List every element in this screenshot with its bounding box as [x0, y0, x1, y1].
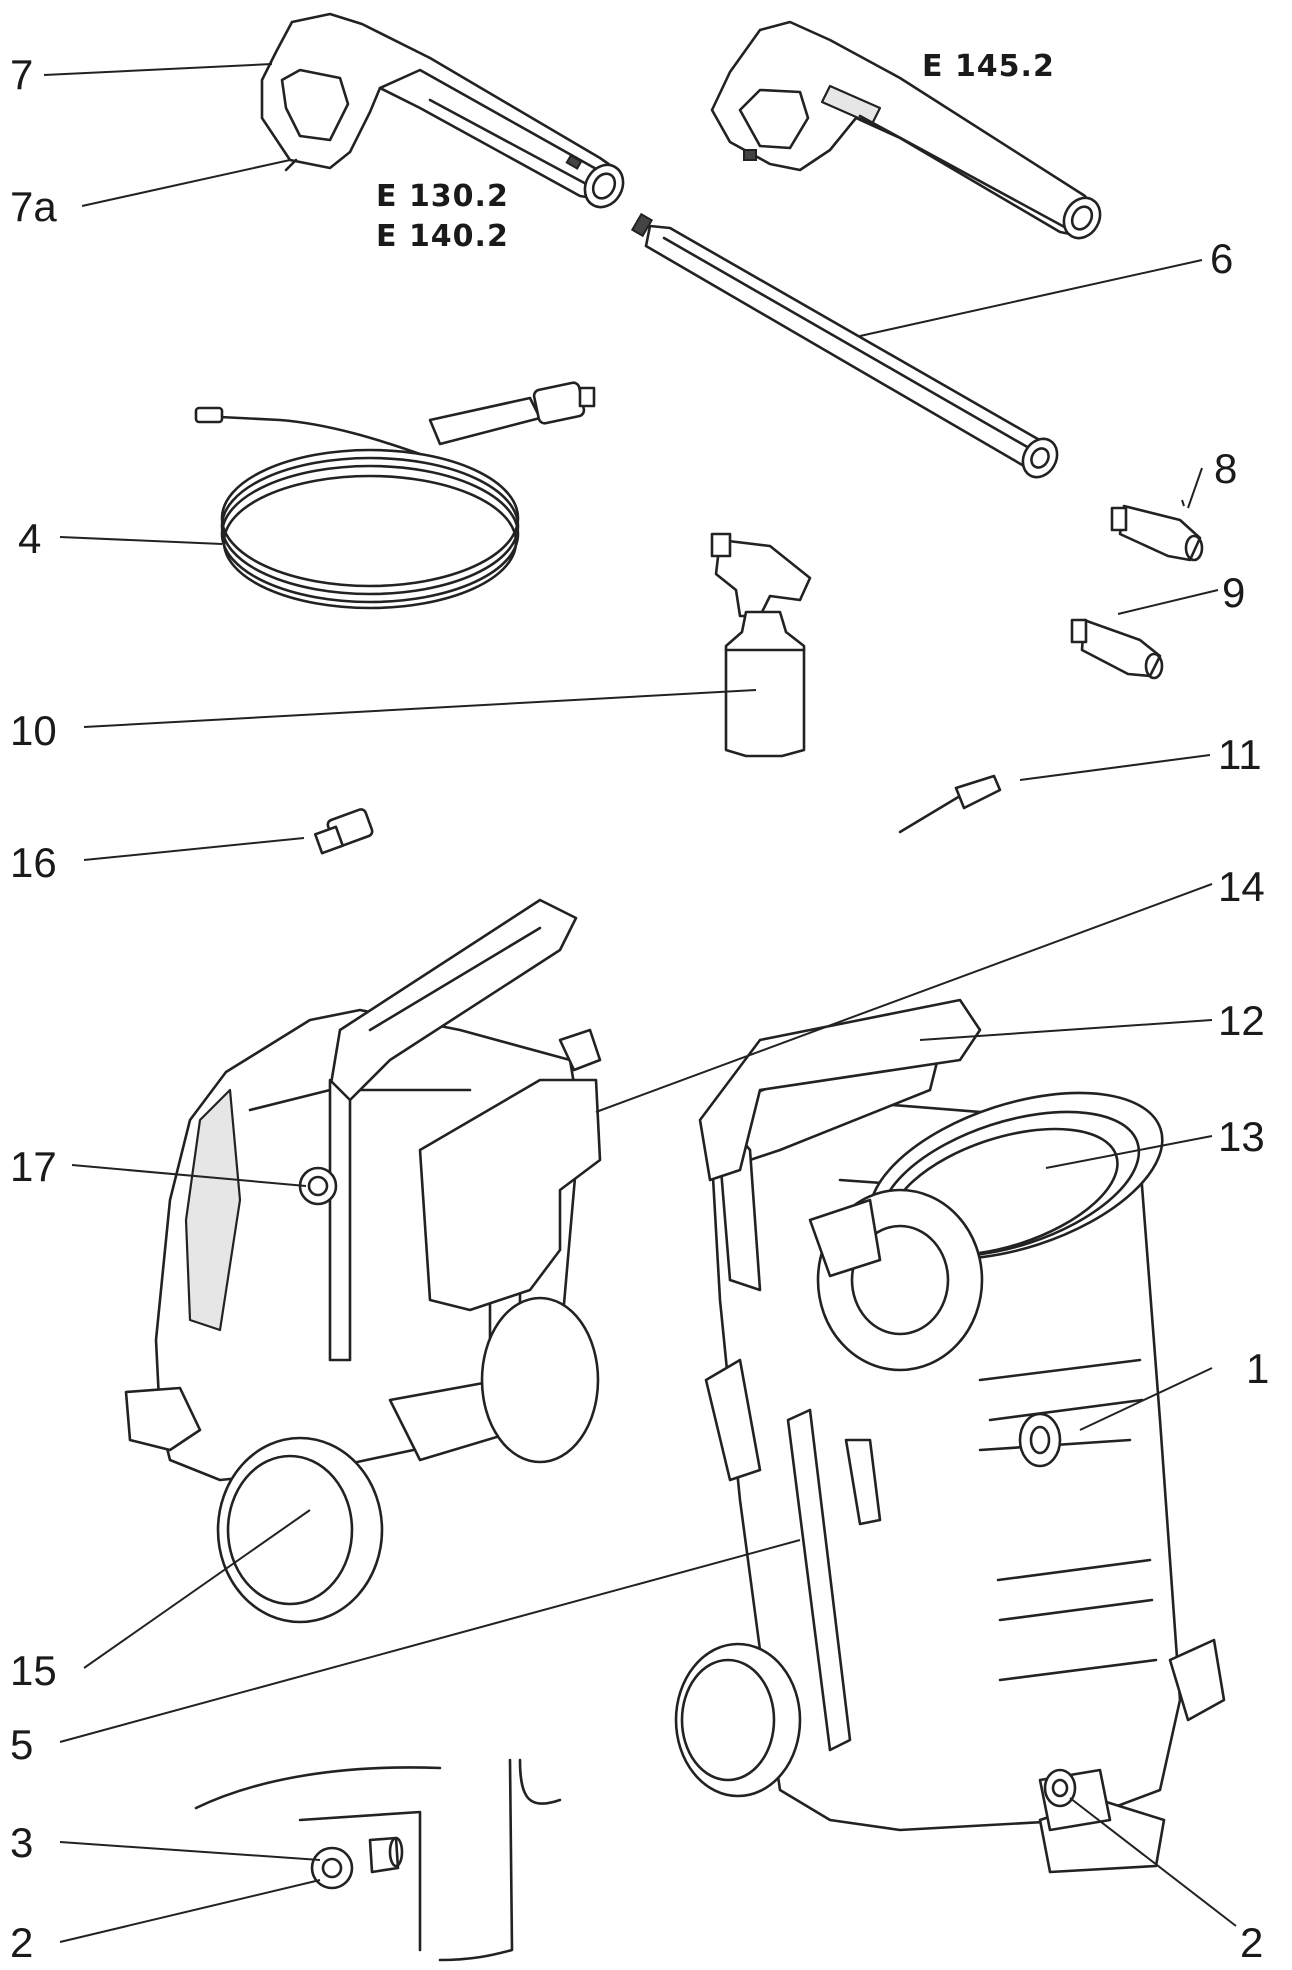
- callout-2-right: 2: [1240, 1919, 1264, 1966]
- callout-15: 15: [10, 1647, 57, 1694]
- callout-3: 3: [10, 1819, 34, 1866]
- lance: [630, 212, 1059, 479]
- callout-4: 4: [18, 515, 42, 562]
- spray-gun-e145: [710, 20, 1102, 240]
- callout-13: 13: [1218, 1113, 1265, 1160]
- callout-10: 10: [10, 707, 57, 754]
- hose: [194, 381, 596, 610]
- callout-9: 9: [1222, 569, 1246, 616]
- foam-bottle: [710, 532, 812, 758]
- model-label-e145: E 145.2: [922, 49, 1055, 84]
- leader-lines: [43, 63, 1237, 1943]
- nozzle-9: [1070, 618, 1164, 680]
- model-label-e140: E 140.2: [376, 219, 509, 254]
- callout-8: 8: [1214, 445, 1238, 492]
- callout-17: 17: [10, 1143, 57, 1190]
- callout-14: 14: [1218, 863, 1265, 910]
- machine-front-view: [674, 998, 1226, 1874]
- callout-11: 11: [1218, 731, 1262, 778]
- callout-7: 7: [10, 51, 34, 98]
- callout-16: 16: [10, 839, 57, 886]
- nozzle-8: [1110, 504, 1204, 562]
- callout-6: 6: [1210, 235, 1234, 282]
- inlet-detail-inset: [194, 1758, 562, 1962]
- callout-2-left: 2: [10, 1919, 34, 1966]
- callout-1: 1: [1246, 1345, 1270, 1392]
- spray-gun-e130: [260, 12, 625, 209]
- model-label-e130: E 130.2: [376, 179, 509, 214]
- hose-adapter: [313, 808, 374, 855]
- cleaning-needle: [898, 774, 1002, 834]
- callout-7a: 7a: [10, 183, 57, 230]
- callout-12: 12: [1218, 997, 1265, 1044]
- callout-5: 5: [10, 1721, 34, 1768]
- machine-rear-view: [124, 898, 602, 1624]
